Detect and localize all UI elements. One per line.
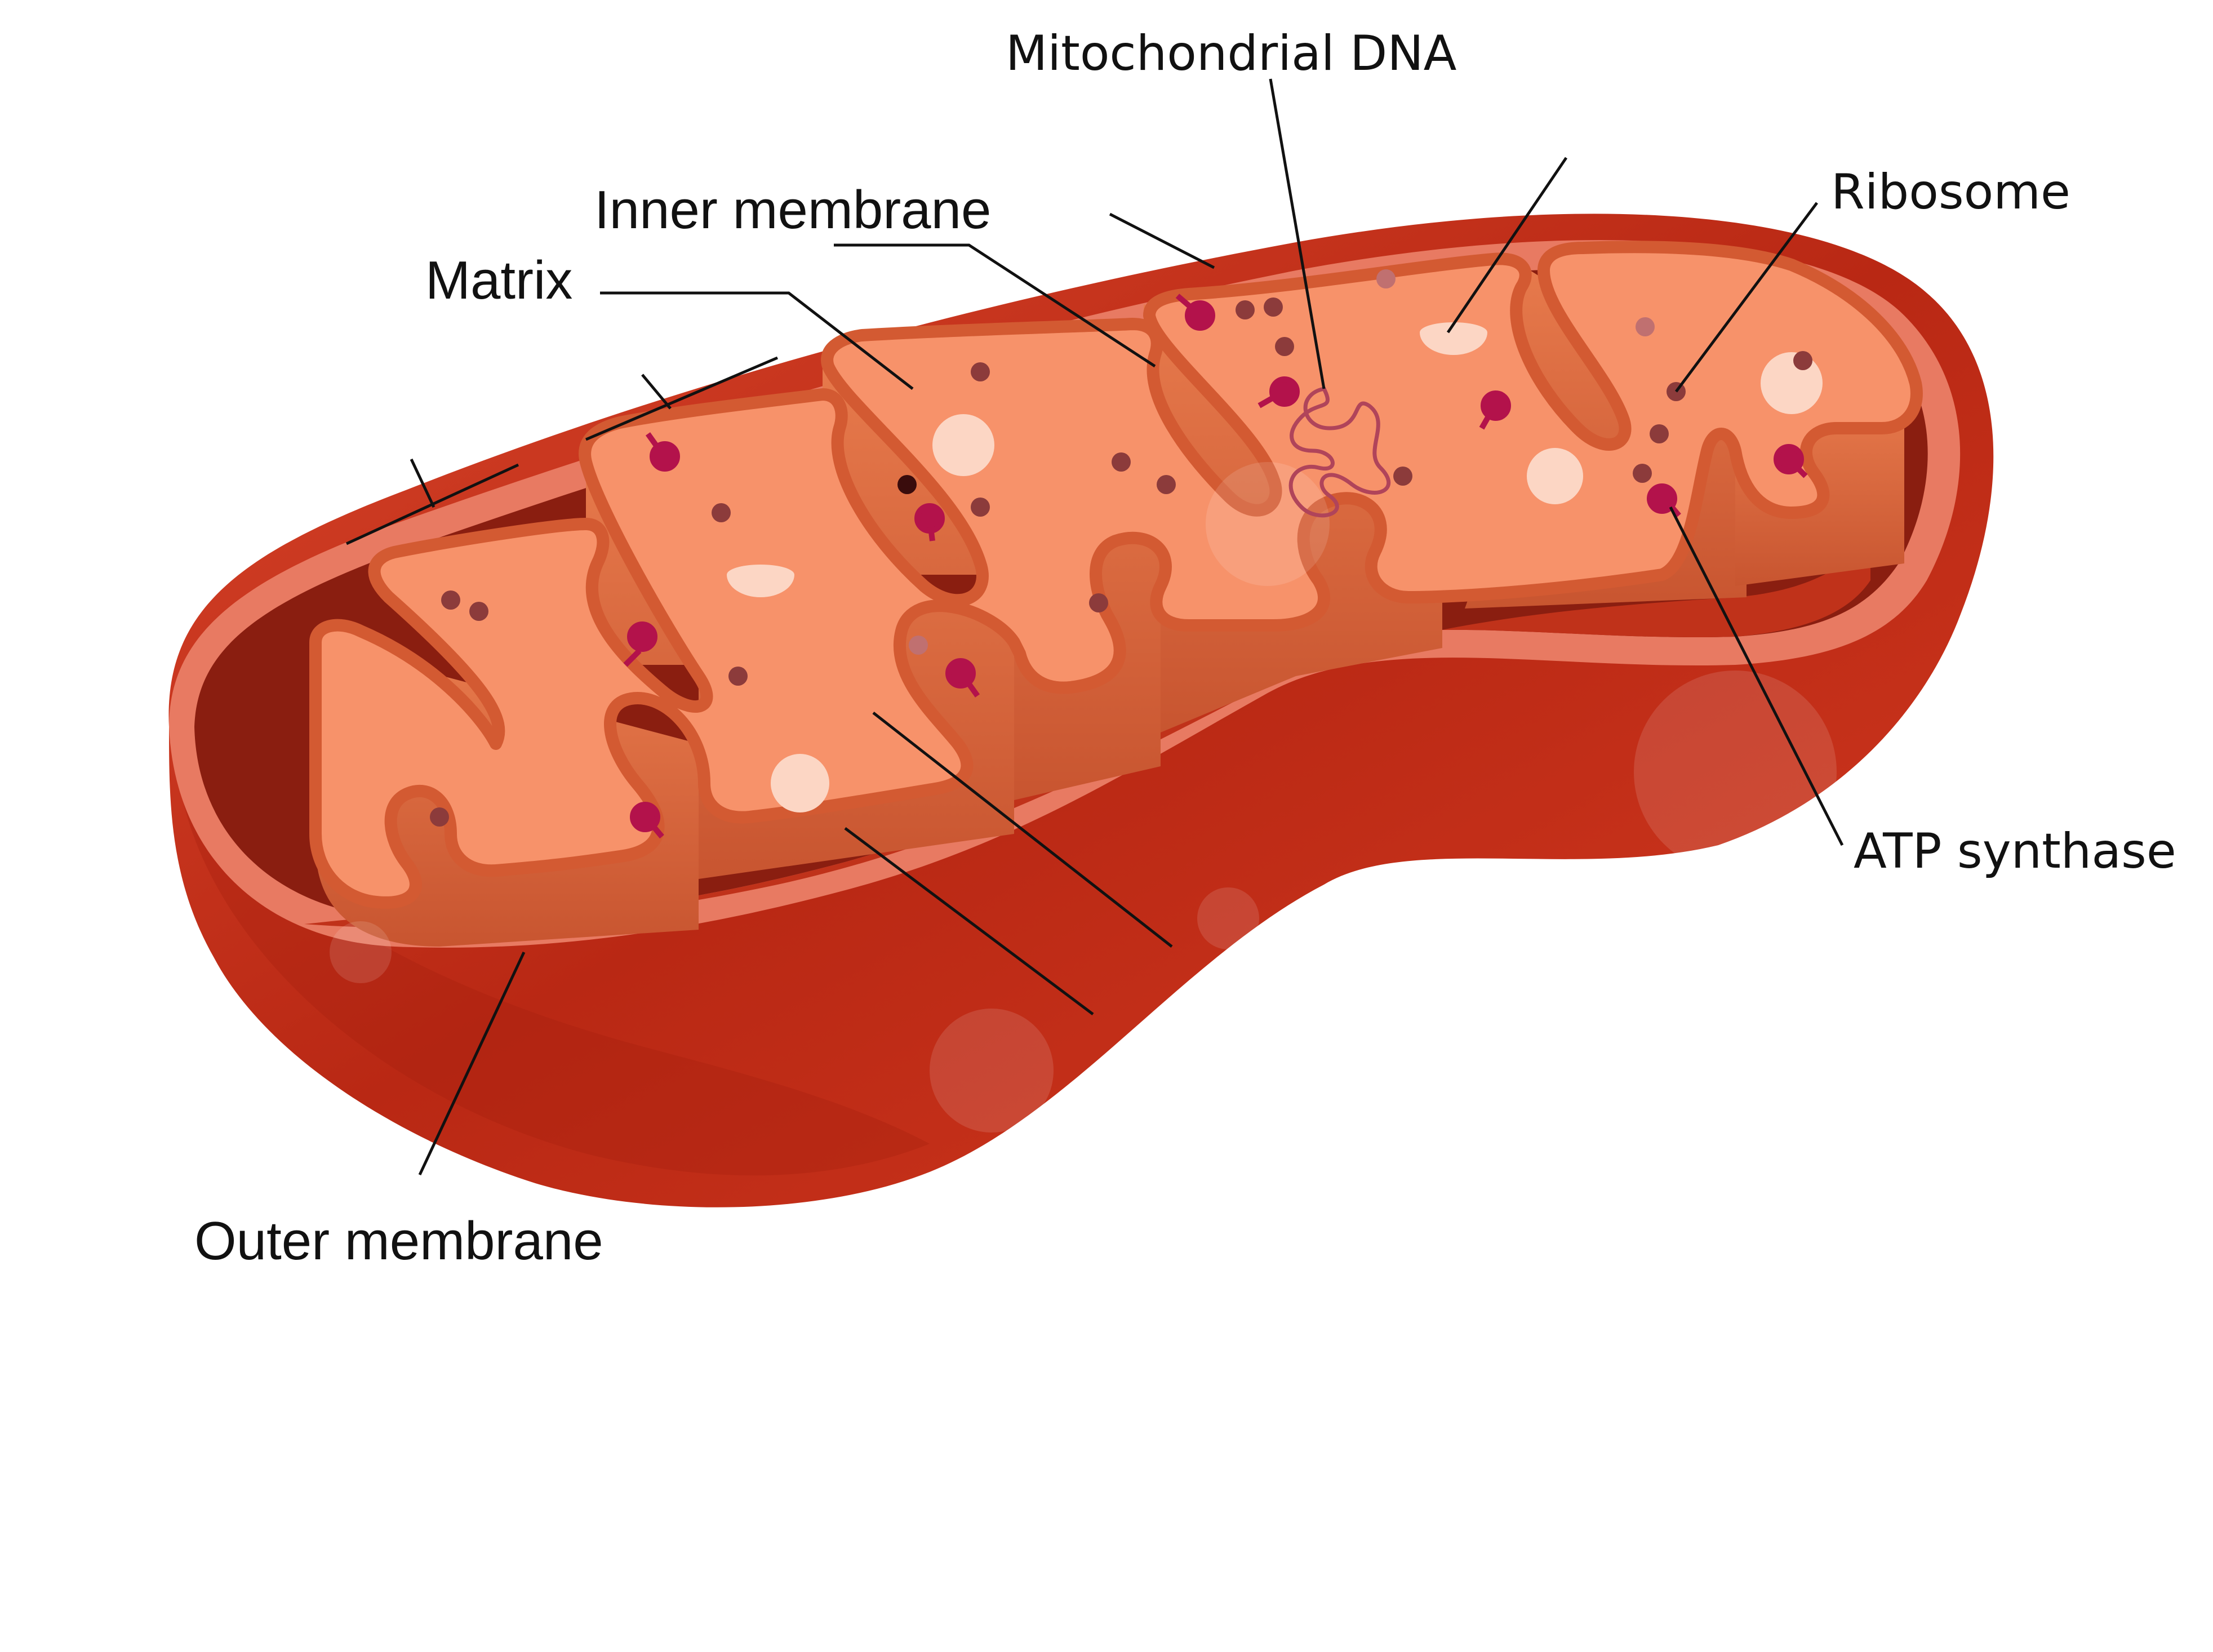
label-matrix: Matrix bbox=[425, 250, 573, 310]
leader-line-ribosome bbox=[1674, 202, 1819, 393]
soft-glow bbox=[330, 462, 1837, 1133]
atp-synthases bbox=[623, 294, 1808, 839]
label-inner-membrane: Inner membrane bbox=[594, 180, 992, 240]
leader-line-granule bbox=[1446, 157, 1568, 334]
leader-line-crista-2 bbox=[844, 827, 1094, 1015]
leader-line-inner-membrane bbox=[834, 243, 1156, 368]
mitochondrial-dna bbox=[1288, 387, 1391, 518]
leader-line-matrix bbox=[600, 291, 914, 390]
label-ribosome: Ribosome bbox=[1831, 164, 2070, 220]
label-outer-membrane: Outer membrane bbox=[194, 1211, 603, 1271]
label-atp-synthase: ATP synthase bbox=[1854, 823, 2176, 880]
label-mitochondrial-dna: Mitochondrial DNA bbox=[1006, 25, 1457, 82]
leader-line-span-a bbox=[585, 356, 778, 441]
leader-lines bbox=[345, 78, 1844, 1176]
leader-line-span-e bbox=[1109, 212, 1215, 269]
matrix-granules bbox=[727, 322, 1823, 812]
cristae-fill bbox=[309, 241, 1923, 909]
leader-line-atp-synthase bbox=[1669, 506, 1844, 846]
leader-line-span-b bbox=[641, 374, 672, 410]
leader-line-dna bbox=[1269, 78, 1326, 389]
outer-membrane-shade bbox=[180, 789, 930, 1176]
leader-line-crista-1 bbox=[872, 712, 1173, 948]
ribosomes bbox=[430, 269, 1812, 827]
leader-line-outer-membrane bbox=[418, 951, 526, 1176]
leader-line-span-d bbox=[410, 458, 436, 508]
